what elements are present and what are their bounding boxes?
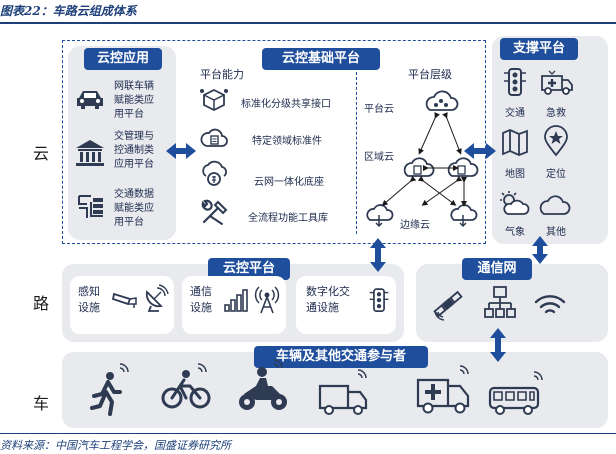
cloud-app-item-1-label: 网联车辆 赋能类应 用平台 (114, 81, 154, 120)
arrow-cloud-to-road (370, 238, 386, 272)
location-pin-icon (543, 125, 569, 157)
row-label-cloud: 云 (33, 144, 50, 163)
road-card-communication (182, 276, 286, 334)
tools-icon (200, 198, 228, 226)
caption-rule (0, 22, 616, 24)
cloud-coin-icon (200, 160, 228, 188)
arrow-support-to-comm (532, 236, 548, 264)
traffic-light-icon (368, 288, 390, 314)
cloud-dashed-frame (62, 40, 486, 244)
cloud-document-icon (200, 126, 228, 148)
cloud-app-item-2-label: 交管理与 控通制类 应用平台 (114, 131, 154, 170)
source-note: 资料来源：中国汽车工程学会，国盛证券研究所 (0, 439, 231, 452)
government-building-icon (75, 139, 105, 167)
cloud-icon (538, 194, 571, 216)
signal-bars-icon (224, 288, 248, 312)
antenna-tower-icon (254, 286, 280, 314)
motorcycle-icon (236, 359, 290, 414)
ambulance-icon (540, 70, 574, 96)
support-item-other-label: 其他 (546, 227, 566, 238)
road-card-digital-label: 数字化交 通设施 (306, 285, 350, 314)
cloud-base-title: 云控基础平台 (262, 48, 380, 70)
level-regional-label: 区域云 (364, 152, 394, 163)
arrow-app-to-base (166, 143, 196, 159)
support-item-map-label: 地图 (505, 169, 525, 180)
support-item-weather-label: 气象 (505, 227, 525, 238)
row-label-vehicle: 车 (33, 394, 50, 413)
capability-1-label: 标准化分级共享接口 (241, 99, 331, 110)
support-item-ambulance-label: 急救 (546, 108, 566, 119)
capability-2-label: 特定领域标准件 (252, 136, 322, 147)
cloud-base-divider (356, 72, 357, 234)
road-platform-title: 云控平台 (208, 258, 290, 280)
support-item-traffic-label: 交通 (505, 108, 525, 119)
pedestrian-icon (90, 362, 132, 418)
road-card-sensing (70, 276, 174, 334)
camera-icon (111, 290, 138, 308)
ambulance-icon (416, 365, 472, 416)
hierarchy-title: 平台层级 (408, 68, 452, 81)
support-item-location-label: 定位 (546, 169, 566, 180)
road-card-sensing-label: 感知 设施 (78, 285, 100, 314)
level-platform-label: 平台云 (364, 104, 394, 115)
wifi-icon (534, 294, 566, 316)
truck-icon (318, 369, 370, 418)
source-rule (0, 433, 616, 434)
radar-dish-icon (143, 284, 169, 312)
platform-cloud-icon (424, 90, 459, 112)
map-icon (502, 128, 528, 156)
capability-4-label: 全流程功能工具库 (248, 213, 328, 224)
vehicle-title: 车辆及其他交通参与者 (254, 346, 428, 368)
traffic-light-icon (502, 68, 528, 98)
car-icon (75, 88, 105, 110)
bus-icon (488, 370, 546, 418)
support-title: 支撑平台 (500, 38, 578, 60)
road-card-communication-label: 通信 设施 (190, 285, 212, 314)
regional-cloud-icon-left (402, 156, 435, 178)
capability-3-label: 云网一体化底座 (254, 177, 324, 188)
capability-title: 平台能力 (200, 68, 244, 81)
row-label-road: 路 (33, 294, 50, 313)
weather-icon (498, 190, 530, 216)
satellite-icon (432, 288, 464, 321)
cloud-app-item-3-label: 交通数据 赋能类应 用平台 (114, 189, 154, 228)
comm-network-title: 通信网 (462, 258, 532, 280)
arrow-base-to-support (464, 143, 496, 159)
data-stack-icon (77, 192, 105, 220)
cloud-app-title: 云控应用 (84, 48, 162, 70)
level-edge-label: 边缘云 (400, 220, 430, 231)
network-topology-icon (484, 286, 516, 320)
figure-caption: 图表22：车路云组成体系 (0, 4, 137, 18)
bicycle-icon (160, 362, 214, 412)
arrow-comm-to-vehicle (490, 328, 506, 362)
cube-network-icon (200, 88, 228, 112)
